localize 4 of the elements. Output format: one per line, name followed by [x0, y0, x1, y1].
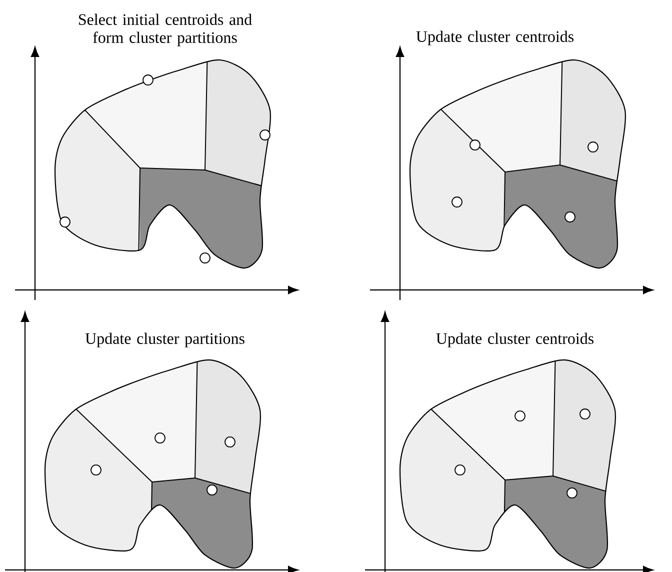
panel-title: Update cluster centroids: [436, 332, 594, 348]
panel-title: Update cluster partitions: [85, 332, 244, 348]
panel-title: Update cluster centroids: [416, 30, 574, 46]
panel-title: Select initial centroids and form cluster partitions: [79, 14, 252, 46]
